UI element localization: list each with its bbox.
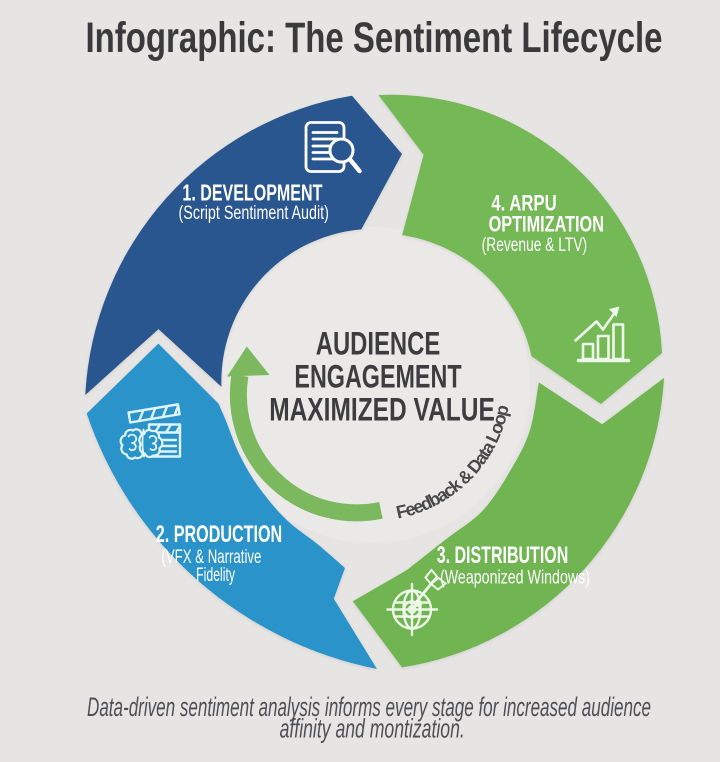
svg-text:3. DISTRIBUTION: 3. DISTRIBUTION — [437, 542, 569, 569]
svg-text:Data-driven sentiment analysis: Data-driven sentiment analysis informs e… — [87, 692, 651, 722]
svg-text:MAXIMIZED VALUE: MAXIMIZED VALUE — [269, 392, 495, 428]
svg-text:affinity and montization.: affinity and montization. — [280, 713, 465, 743]
svg-text:(Script Sentiment Audit): (Script Sentiment Audit) — [179, 202, 329, 224]
svg-text:(Revenue & LTV): (Revenue & LTV) — [482, 235, 588, 256]
svg-text:ENGAGEMENT: ENGAGEMENT — [294, 359, 462, 395]
svg-text:(VFX & Narrative: (VFX & Narrative — [161, 546, 261, 568]
svg-text:(Weaponized Windows): (Weaponized Windows) — [440, 566, 590, 588]
svg-text:4. ARPU: 4. ARPU — [491, 191, 556, 216]
svg-text:Fidelity: Fidelity — [196, 564, 235, 586]
svg-text:AUDIENCE: AUDIENCE — [316, 326, 441, 362]
svg-text:OPTIMIZATION: OPTIMIZATION — [489, 211, 604, 236]
svg-text:Infographic: The Sentiment Lif: Infographic: The Sentiment Lifecycle — [86, 15, 663, 62]
svg-text:2. PRODUCTION: 2. PRODUCTION — [156, 521, 282, 548]
svg-text:1. DEVELOPMENT: 1. DEVELOPMENT — [182, 179, 322, 205]
